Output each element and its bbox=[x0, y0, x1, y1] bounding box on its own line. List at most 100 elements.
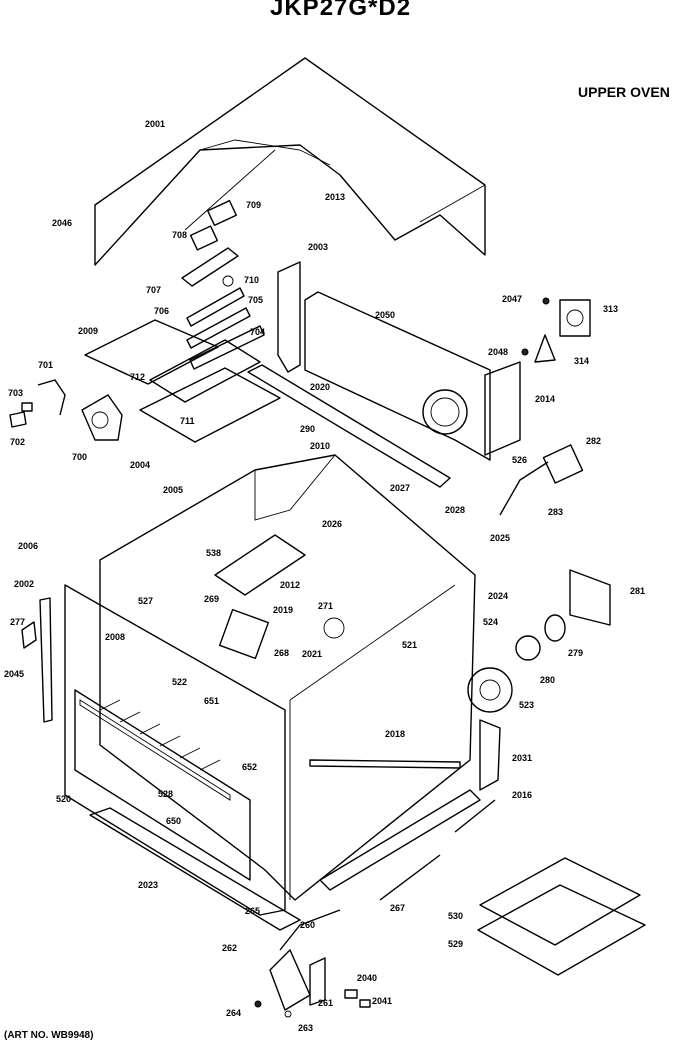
callout: 314 bbox=[574, 356, 589, 366]
callout: 2048 bbox=[488, 347, 508, 357]
callout: 700 bbox=[72, 452, 87, 462]
callout: 704 bbox=[250, 327, 265, 337]
callout: 2014 bbox=[535, 394, 555, 404]
callout: 2010 bbox=[310, 441, 330, 451]
callout: 2047 bbox=[502, 294, 522, 304]
callout: 522 bbox=[172, 677, 187, 687]
frame-part bbox=[89, 807, 301, 931]
callout: 538 bbox=[206, 548, 221, 558]
callout: 263 bbox=[298, 1023, 313, 1033]
oven-body-part bbox=[64, 454, 476, 916]
callout: 527 bbox=[138, 596, 153, 606]
callout: 269 bbox=[204, 594, 219, 604]
section-label: UPPER OVEN bbox=[578, 84, 670, 100]
callout: 530 bbox=[448, 911, 463, 921]
callout: 262 bbox=[222, 943, 237, 953]
callout: 313 bbox=[603, 304, 618, 314]
callout: 2016 bbox=[512, 790, 532, 800]
panel-part bbox=[84, 319, 219, 385]
clip-part bbox=[21, 621, 37, 649]
callout: 524 bbox=[483, 617, 498, 627]
small-part bbox=[21, 402, 33, 412]
callout: 290 bbox=[300, 424, 315, 434]
back-panel-parts bbox=[277, 261, 521, 461]
callout: 529 bbox=[448, 939, 463, 949]
callout: 2026 bbox=[322, 519, 342, 529]
bracket-parts bbox=[181, 199, 265, 370]
callout: 2013 bbox=[325, 192, 345, 202]
fan-motor-part bbox=[521, 297, 591, 363]
callout: 2006 bbox=[18, 541, 38, 551]
callout: 279 bbox=[568, 648, 583, 658]
element-part bbox=[499, 444, 584, 516]
callout: 2021 bbox=[302, 649, 322, 659]
callout: 710 bbox=[244, 275, 259, 285]
callout: 528 bbox=[158, 789, 173, 799]
callout: 709 bbox=[246, 200, 261, 210]
callout: 271 bbox=[318, 601, 333, 611]
callout: 2002 bbox=[14, 579, 34, 589]
callout: 2018 bbox=[385, 729, 405, 739]
callout: 280 bbox=[540, 675, 555, 685]
latch-part bbox=[81, 394, 123, 441]
hinge-part bbox=[254, 909, 371, 1018]
callout: 706 bbox=[154, 306, 169, 316]
callout-labels: 2001 2013 2046 709 708 710 707 706 705 7… bbox=[4, 119, 645, 1033]
callout: 702 bbox=[10, 437, 25, 447]
callout: 281 bbox=[630, 586, 645, 596]
callout: 707 bbox=[146, 285, 161, 295]
callout: 521 bbox=[402, 640, 417, 650]
callout: 705 bbox=[248, 295, 263, 305]
oven-rack-part bbox=[79, 699, 231, 801]
side-parts bbox=[309, 569, 611, 901]
callout: 2004 bbox=[130, 460, 150, 470]
callout: 2003 bbox=[308, 242, 328, 252]
callout: 2019 bbox=[273, 605, 293, 615]
callout: 2008 bbox=[105, 632, 125, 642]
callout: 2009 bbox=[78, 326, 98, 336]
callout: 264 bbox=[226, 1008, 241, 1018]
callout: 260 bbox=[300, 920, 315, 930]
callout: 2005 bbox=[163, 485, 183, 495]
callout: 265 bbox=[245, 906, 260, 916]
broiler-pan-part bbox=[477, 857, 646, 976]
callout: 523 bbox=[519, 700, 534, 710]
callout: 2001 bbox=[145, 119, 165, 129]
callout: 2020 bbox=[310, 382, 330, 392]
callout: 2040 bbox=[357, 973, 377, 983]
callout: 2045 bbox=[4, 669, 24, 679]
callout: 2031 bbox=[512, 753, 532, 763]
callout: 282 bbox=[586, 436, 601, 446]
callout: 652 bbox=[242, 762, 257, 772]
callout: 520 bbox=[56, 794, 71, 804]
trim-part bbox=[39, 597, 53, 723]
callout: 268 bbox=[274, 648, 289, 658]
callout: 701 bbox=[38, 360, 53, 370]
callout: 651 bbox=[204, 696, 219, 706]
callout: 2012 bbox=[280, 580, 300, 590]
callout: 2050 bbox=[375, 310, 395, 320]
callout: 526 bbox=[512, 455, 527, 465]
callout: 2041 bbox=[372, 996, 392, 1006]
callout: 711 bbox=[180, 416, 195, 426]
model-title: JKP27G*D2 bbox=[270, 0, 412, 21]
callout: 650 bbox=[166, 816, 181, 826]
pin-part bbox=[37, 379, 66, 416]
small-part bbox=[9, 411, 27, 428]
callout: 712 bbox=[130, 372, 145, 382]
callout: 277 bbox=[10, 617, 25, 627]
callout: 2025 bbox=[490, 533, 510, 543]
callout: 703 bbox=[8, 388, 23, 398]
lower-panel-part bbox=[139, 339, 281, 443]
callout: 708 bbox=[172, 230, 187, 240]
callout: 2024 bbox=[488, 591, 508, 601]
callout: 261 bbox=[318, 998, 333, 1008]
callout: 2046 bbox=[52, 218, 72, 228]
callout: 2023 bbox=[138, 880, 158, 890]
callout: 2028 bbox=[445, 505, 465, 515]
art-number: (ART NO. WB9948) bbox=[4, 1030, 94, 1041]
callout: 283 bbox=[548, 507, 563, 517]
top-cover-part bbox=[94, 57, 486, 266]
rail-part bbox=[247, 364, 451, 488]
